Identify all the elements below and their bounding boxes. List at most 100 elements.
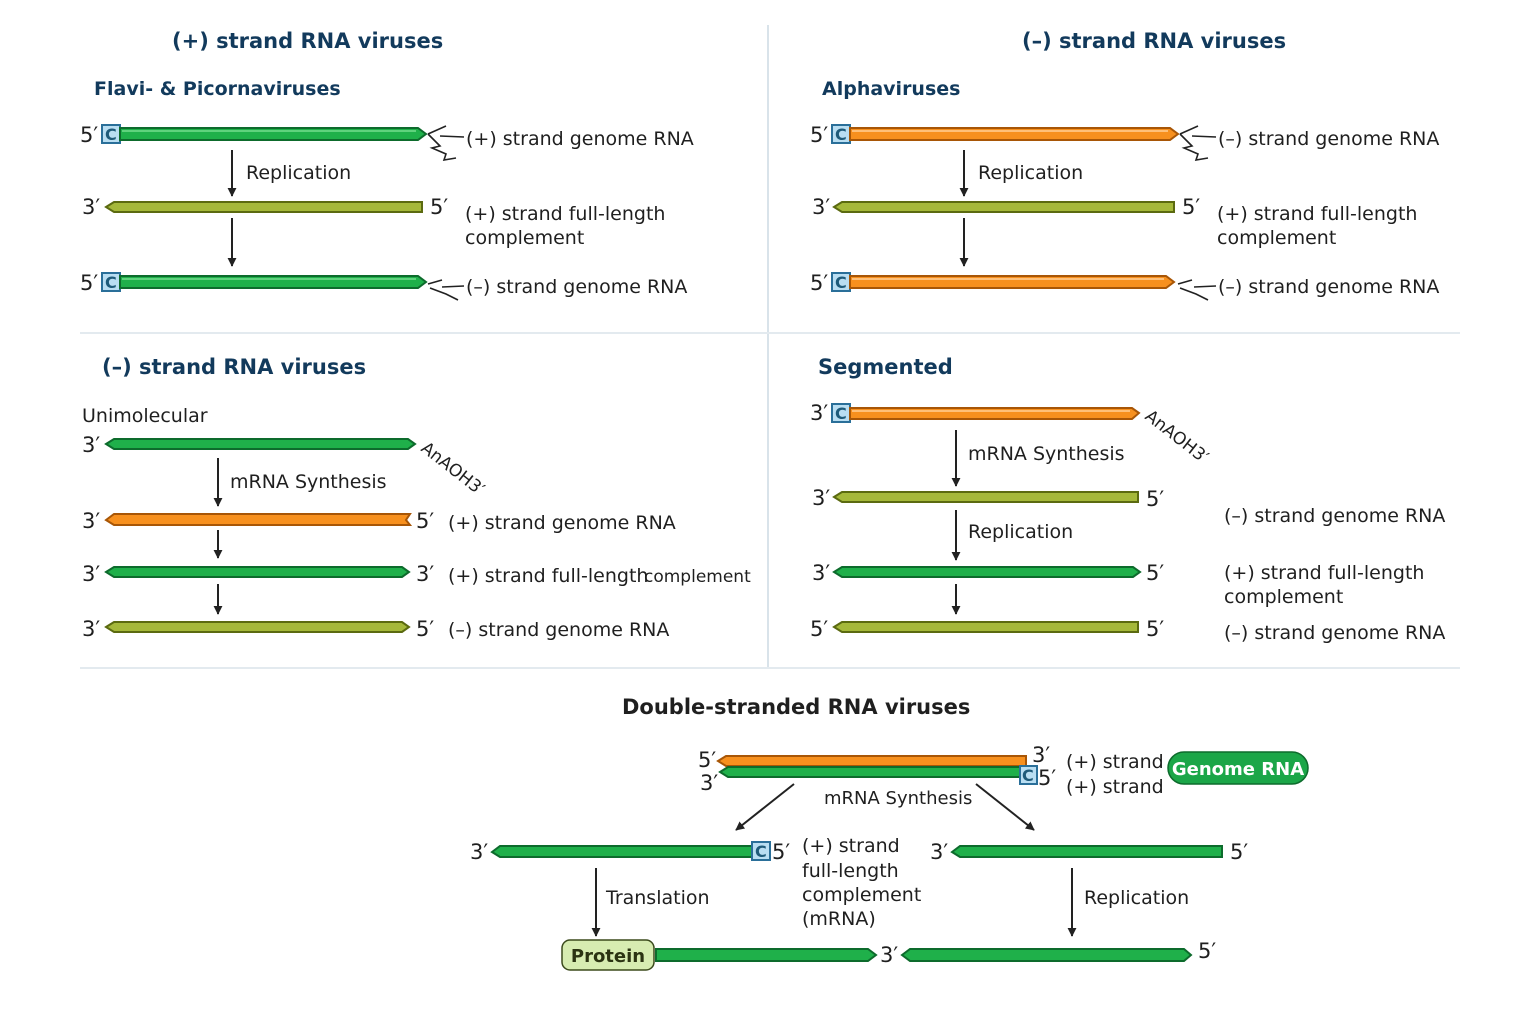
end-label: 5′ (430, 195, 448, 219)
panel-bottom: Double-stranded RNA viruses 5′ 3′ 3′ C 5… (470, 695, 1309, 971)
strand-label: (+) strand full-length (1217, 203, 1417, 225)
step-label: Replication (246, 162, 351, 184)
panel-top-right: (–) strand RNA viruses Alphaviruses 5′ C… (810, 29, 1439, 301)
cap-letter: C (835, 273, 847, 292)
label-pointer (441, 285, 465, 288)
step-label: Replication (978, 162, 1083, 184)
end-label: 5′ (810, 271, 828, 295)
panel-middle-right: Segmented 3′ C AnAOH3′ mRNA Synthesis 3′… (810, 355, 1445, 644)
strand-label: (+) strand (1066, 751, 1164, 773)
cap-letter: C (1022, 766, 1034, 785)
cap-letter: C (105, 125, 117, 144)
arrow-diagonal-icon (975, 783, 1035, 831)
strand-label: (–) strand genome RNA (1224, 622, 1445, 644)
step-label: Replication (968, 521, 1073, 543)
strand-label: complement (1217, 227, 1336, 249)
end-label: 3′ (82, 195, 100, 219)
rna-strand-orange (104, 513, 413, 526)
rna-strand-green (655, 948, 878, 962)
rna-strand-olive (832, 491, 1139, 503)
end-label: 5′ (1146, 487, 1164, 511)
rna-strand-olive (832, 621, 1139, 633)
cap-letter: C (835, 125, 847, 144)
cap-letter: C (105, 273, 117, 292)
end-label: 3′ (812, 486, 830, 510)
end-label: 5′ (1198, 939, 1216, 963)
rna-strand-orange (849, 407, 1141, 420)
polya-tail-label: AnAOH3′ (417, 438, 488, 500)
squiggle-tail-icon (427, 125, 457, 162)
step-label: mRNA Synthesis (230, 471, 387, 493)
protein-badge-label: Protein (571, 946, 645, 967)
squiggle-tail-icon (1177, 279, 1209, 301)
strand-label: (–) strand genome RNA (466, 276, 687, 298)
end-label: 5′ (698, 748, 716, 772)
polya-tail-label: AnAOH3′ (1141, 406, 1212, 468)
end-label: 5′ (810, 617, 828, 641)
strand-label: full-length (802, 860, 899, 882)
strand-label: (+) strand (802, 835, 900, 857)
strand-label: (mRNA) (802, 908, 876, 930)
rna-strand-green (119, 127, 428, 141)
arrow-diagonal-icon (735, 783, 795, 831)
strand-label: (–) strand genome RNA (1224, 505, 1445, 527)
strand-label: (+) strand full-length (465, 203, 665, 225)
end-label: 5′ (1146, 617, 1164, 641)
squiggle-tail-icon (1179, 125, 1209, 162)
end-label: 5′ (1230, 840, 1248, 864)
strand-label: (–) strand genome RNA (448, 619, 669, 641)
rna-strand-green (490, 845, 753, 858)
end-label: 3′ (82, 509, 100, 533)
end-label: 3′ (1032, 743, 1050, 767)
rna-strand-green (104, 438, 417, 450)
end-label: 5′ (80, 123, 98, 147)
rna-strand-olive (104, 621, 411, 633)
panel-tr-heading: (–) strand RNA viruses (1022, 29, 1286, 53)
rna-strand-olive (832, 201, 1175, 213)
end-label: 5′ (1146, 561, 1164, 585)
step-label: mRNA Synthesis (968, 443, 1125, 465)
panel-mr-heading: Segmented (818, 355, 953, 379)
cap-box (1019, 765, 1038, 785)
end-label: 5′ (416, 617, 434, 641)
strand-label: (–) strand genome RNA (1218, 276, 1439, 298)
cap-letter: C (835, 404, 847, 423)
end-label: 5′ (810, 123, 828, 147)
panel-ml-subheading: Unimolecular (82, 405, 208, 427)
panel-ml-heading: (–) strand RNA viruses (102, 355, 366, 379)
panel-tl-heading: (+) strand RNA viruses (172, 29, 443, 53)
rna-strand-green (950, 845, 1223, 858)
end-label: 3′ (82, 433, 100, 457)
panel-middle-left: (–) strand RNA viruses Unimolecular 3′ A… (82, 355, 751, 641)
strand-label: (+) strand full-length (1224, 562, 1424, 584)
strand-label: (+) strand (1066, 776, 1164, 798)
strand-label-small: complement (644, 567, 751, 587)
end-label: 3′ (470, 840, 488, 864)
step-label: mRNA Synthesis (824, 788, 972, 809)
strand-label: (+) strand full-length (448, 565, 648, 587)
cap-box (751, 841, 771, 861)
step-label: Translation (605, 887, 710, 909)
strand-label: complement (1224, 586, 1343, 608)
end-label: 5′ (80, 271, 98, 295)
strand-label: (–) strand genome RNA (1218, 128, 1439, 150)
end-label: 5′ (772, 840, 790, 864)
end-label: 3′ (810, 401, 828, 425)
end-label: 3′ (700, 771, 718, 795)
end-label: 3′ (880, 943, 898, 967)
rna-strand-green (900, 948, 1193, 962)
end-label: 3′ (812, 195, 830, 219)
protein-badge (561, 939, 655, 971)
end-label: 3′ (82, 617, 100, 641)
rna-strand-green (832, 566, 1142, 578)
rna-strand-green (718, 766, 1021, 778)
panel-tr-subheading: Alphaviruses (822, 78, 960, 100)
panel-tl-subheading: Flavi- & Picornaviruses (94, 78, 341, 100)
strand-label: (+) strand genome RNA (466, 128, 694, 150)
strand-label: complement (802, 884, 921, 906)
end-label: 3′ (930, 840, 948, 864)
step-label: Replication (1084, 887, 1189, 909)
rna-strand-green (119, 275, 428, 289)
end-label: 3′ (416, 562, 434, 586)
